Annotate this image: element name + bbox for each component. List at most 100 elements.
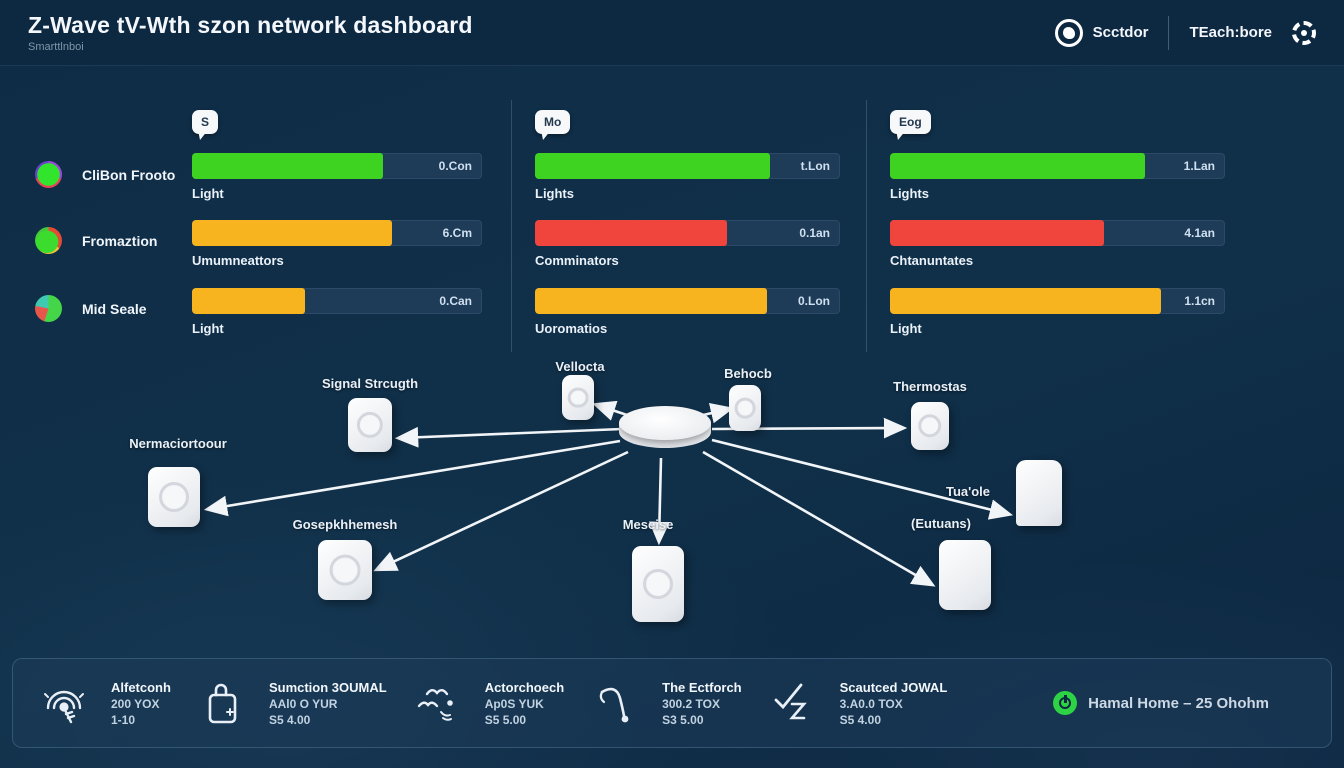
bar-label: Lights xyxy=(890,186,929,201)
bar-light: 1.1cn xyxy=(890,288,1225,314)
teachbore-button[interactable]: TEach:bore xyxy=(1189,24,1272,41)
hub-top xyxy=(619,406,711,440)
footer-item-line: 200 YOX xyxy=(111,696,160,711)
sector-icon xyxy=(1054,18,1083,47)
device-signal-strength[interactable] xyxy=(348,398,392,452)
sector-button[interactable]: Scctdor xyxy=(1054,18,1149,47)
bar-fill xyxy=(890,220,1105,246)
bar-value: 0.Con xyxy=(438,159,472,173)
footer-item-alfetconh: Alfetconh 200 YOX 1-10 xyxy=(39,678,171,728)
device-vellocta[interactable] xyxy=(562,375,594,420)
gear-icon[interactable] xyxy=(1292,20,1316,45)
teachbore-label: TEach:bore xyxy=(1189,24,1272,41)
node-label-eutuans: (Eutuans) xyxy=(911,516,971,531)
legend-label: CliBon Frooto xyxy=(82,166,176,183)
legend-label: Fromaztion xyxy=(82,232,158,249)
chart-column-2: Mo t.Lon Lights 0.1an Comminators 0.Lon … xyxy=(535,110,840,355)
bar-label: Chtanuntates xyxy=(890,253,974,268)
node-label-gosepkhhemesh: Gosepkhhemesh xyxy=(292,517,398,532)
footer-item-line: 3.A0.0 TOX xyxy=(839,696,903,711)
footer-item-line: S5 4.00 xyxy=(268,712,311,727)
footer-item-title: Alfetconh xyxy=(111,679,171,695)
legend-label: Mid Seale xyxy=(82,300,147,317)
bar-value: 6.Cm xyxy=(442,226,472,240)
page-subtitle: Smarttlnboi xyxy=(28,41,84,53)
bar-lights: 1.Lan xyxy=(890,153,1225,179)
bar-light: 0.Con xyxy=(192,153,482,179)
legend-item-2[interactable]: Fromaztion xyxy=(35,227,157,254)
chart-column-1: S 0.Con Light 6.Cm Umumneattors 0.Can Li… xyxy=(192,110,482,355)
footer-item-ectforch: The Ectforch 300.2 TOX S3 5.00 xyxy=(590,678,742,728)
node-label-nermaciortoour: Nermaciortoour xyxy=(129,436,227,451)
device-nermaciortoour[interactable] xyxy=(148,467,200,527)
zwave-hub[interactable] xyxy=(619,406,711,458)
bar-value: 4.1an xyxy=(1184,226,1215,240)
column-divider xyxy=(866,100,867,352)
device-meseise[interactable] xyxy=(632,546,684,622)
footer-item-title: Actorchoech xyxy=(484,679,565,695)
device-gosepkhhemesh[interactable] xyxy=(318,540,372,600)
birds-icon xyxy=(413,678,463,728)
footer-item-title: Scautced JOWAL xyxy=(839,679,948,695)
header-divider xyxy=(1168,15,1170,50)
legend-item-3[interactable]: Mid Seale xyxy=(35,295,147,322)
footer-item-line: S3 5.00 xyxy=(662,712,704,727)
bar-fill xyxy=(890,288,1162,314)
bar-label: Comminators xyxy=(535,253,619,268)
bar-label: Umumneattors xyxy=(192,253,284,268)
legend-item-1[interactable]: CliBon Frooto xyxy=(35,161,175,188)
lock-icon xyxy=(197,678,247,728)
bar-label: Uoromatios xyxy=(535,321,608,336)
bar-uoromatios: 0.Lon xyxy=(535,288,840,314)
bar-lights: t.Lon xyxy=(535,153,840,179)
page-title: Z-Wave tV-Wth szon network dashboard xyxy=(28,12,473,38)
bar-value: 1.Lan xyxy=(1183,159,1215,173)
column-badge: Mo xyxy=(535,110,571,134)
column-divider xyxy=(511,100,512,352)
header-actions: Scctdor TEach:bore xyxy=(1054,15,1316,50)
bar-comminators: 0.1an xyxy=(535,220,840,246)
chart-column-3: Eog 1.Lan Lights 4.1an Chtanuntates 1.1c… xyxy=(890,110,1225,355)
bar-fill xyxy=(192,220,393,246)
footer-item-line: 1-10 xyxy=(111,712,136,727)
footer-item-line: Ap0S YUK xyxy=(484,696,544,711)
bar-fill xyxy=(535,220,728,246)
bar-fill xyxy=(192,153,384,179)
device-thermostas[interactable] xyxy=(911,402,949,450)
bar-communicators: 6.Cm xyxy=(192,220,482,246)
bar-value: 0.Lon xyxy=(798,294,830,308)
device-tuaole-camera[interactable] xyxy=(1016,460,1062,526)
node-label-behocb: Behocb xyxy=(724,366,772,381)
z-check-icon xyxy=(768,678,818,728)
home-status-label: Hamal Home – 25 Ohohm xyxy=(1088,694,1269,712)
bar-value: 0.1an xyxy=(799,226,830,240)
node-label-vellocta: Vellocta xyxy=(555,359,605,374)
device-behocb[interactable] xyxy=(729,385,761,431)
node-label-meseise: Meseise xyxy=(622,517,674,532)
bar-value: 1.1cn xyxy=(1184,294,1215,308)
title-block: Z-Wave tV-Wth szon network dashboard Sma… xyxy=(28,12,473,53)
pie-chart-icon xyxy=(35,227,62,254)
home-status: Hamal Home – 25 Ohohm xyxy=(1053,691,1305,715)
bar-chtanuntates: 4.1an xyxy=(890,220,1225,246)
pie-chart-icon xyxy=(35,161,62,188)
footer-stats-bar: Alfetconh 200 YOX 1-10 Sumction 3OUMAL A… xyxy=(12,658,1332,748)
column-badge: Eog xyxy=(890,110,931,134)
header: Z-Wave tV-Wth szon network dashboard Sma… xyxy=(0,0,1344,66)
footer-item-line: S5 5.00 xyxy=(484,712,527,727)
bar-fill xyxy=(535,153,770,179)
bar-value: 0.Can xyxy=(439,294,472,308)
bar-label: Light xyxy=(192,321,224,336)
footer-item-title: The Ectforch xyxy=(662,679,742,695)
bar-label: Lights xyxy=(535,186,574,201)
bar-label: Light xyxy=(890,321,922,336)
footer-item-title: Sumction 3OUMAL xyxy=(268,679,387,695)
device-eutuans[interactable] xyxy=(939,540,991,610)
sector-label: Scctdor xyxy=(1092,24,1149,41)
bar-fill xyxy=(890,153,1145,179)
curve-icon xyxy=(590,678,640,728)
node-label-tuaole: Tua'ole xyxy=(945,484,991,499)
bar-value: t.Lon xyxy=(800,159,830,173)
bar-fill xyxy=(535,288,767,314)
